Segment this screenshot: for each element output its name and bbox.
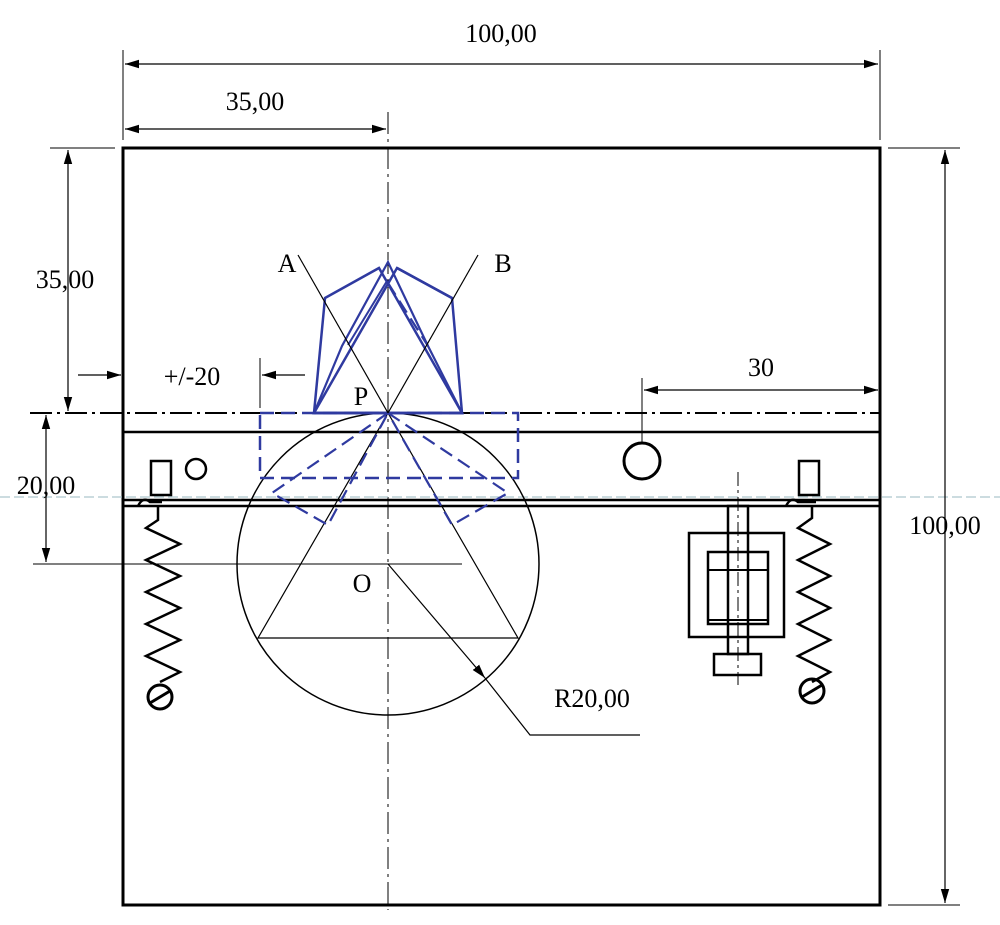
left-pin — [149, 459, 173, 497]
arm-b-dashed — [396, 266, 453, 300]
inscribed-triangle — [256, 411, 520, 639]
screw-nut — [707, 569, 769, 621]
label-p: P — [354, 382, 368, 411]
label-b: B — [494, 249, 511, 278]
base-frame — [121, 146, 882, 907]
line-b — [387, 254, 479, 414]
dashed-arm-left — [269, 412, 389, 527]
radius-leader-tail — [484, 677, 640, 736]
dim-overall-width: 100,00 — [465, 19, 537, 48]
left-hook — [136, 498, 162, 507]
label-a: A — [278, 249, 297, 278]
dim-radius: R20,00 — [554, 684, 630, 713]
radius-leader — [387, 563, 486, 679]
left-spring-anchor-bar — [149, 689, 171, 705]
right-pin — [797, 459, 821, 497]
right-hook — [784, 498, 816, 507]
dim-hole-offset: 30 — [748, 353, 774, 382]
dim-slide-height: 20,00 — [17, 471, 76, 500]
line-a — [297, 254, 389, 414]
slider-block — [258, 411, 520, 480]
label-o: O — [353, 569, 372, 598]
left-spring — [143, 506, 183, 684]
small-hole-left — [184, 457, 208, 481]
right-spring — [795, 506, 833, 684]
dim-tolerance: +/-20 — [164, 362, 221, 391]
dim-center-offset: 35,00 — [226, 87, 285, 116]
right-spring-anchor — [798, 677, 826, 705]
dim-overall-height: 100,00 — [909, 511, 981, 540]
dashed-arm-right — [387, 412, 511, 527]
screw-bracket-outer — [687, 531, 786, 639]
right-spring-anchor-bar — [801, 683, 823, 699]
dashed-arm-left-mid — [387, 282, 429, 347]
hole-right — [622, 441, 662, 481]
arm-b-centerline — [347, 280, 388, 346]
left-spring-anchor — [146, 683, 174, 711]
dim-top-offset: 35,00 — [36, 265, 95, 294]
screw-head — [712, 652, 763, 677]
screw-bracket-inner — [706, 550, 770, 626]
